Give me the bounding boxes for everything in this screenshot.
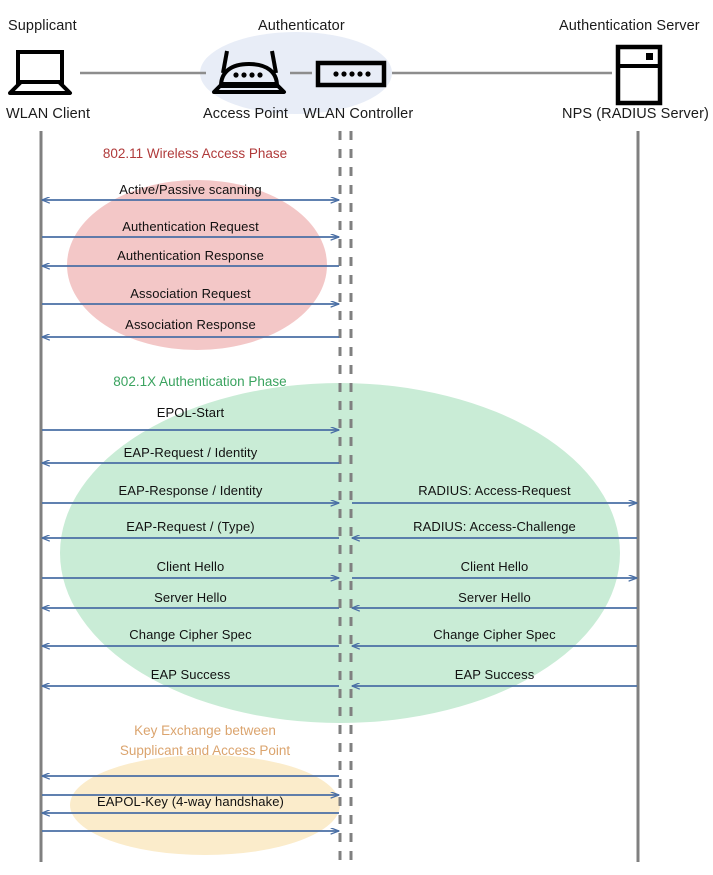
server-icon [615,44,663,106]
phase-label-8021x: 802.1X Authentication Phase [113,374,287,389]
msg-server-hello-left: Server Hello [154,590,227,605]
phase-label-key-exchange: Key Exchange between Supplicant and Acce… [60,721,350,760]
node-label-nps-radius-server: NPS (RADIUS Server) [562,106,709,122]
msg-epol-start: EPOL-Start [156,405,225,420]
phase-80211-ellipse [67,180,327,350]
phase-key-exchange-ellipse [70,755,340,855]
msg-radius-access-request: RADIUS: Access-Request [418,483,571,498]
msg-server-hello-right: Server Hello [458,590,531,605]
node-label-wlan-client: WLAN Client [6,106,91,122]
network-switch-icon [315,60,387,88]
msg-eap-success-left: EAP Success [150,667,231,682]
msg-eap-request-type: EAP-Request / (Type) [126,519,255,534]
msg-eapol-key-handshake: EAPOL-Key (4-way handshake) [97,794,284,809]
msg-authentication-request: Authentication Request [122,219,259,234]
laptop-icon [8,50,72,95]
msg-eap-success-right: EAP Success [454,667,535,682]
msg-active-passive-scanning: Active/Passive scanning [119,182,262,197]
msg-client-hello-right: Client Hello [460,559,529,574]
msg-change-cipher-spec-left: Change Cipher Spec [129,627,252,642]
phase-label-80211: 802.11 Wireless Access Phase [102,146,288,161]
msg-radius-access-challenge: RADIUS: Access-Challenge [413,519,576,534]
role-title-authentication-server: Authentication Server [559,18,700,34]
msg-eap-response-identity: EAP-Response / Identity [118,483,263,498]
node-label-wlan-controller: WLAN Controller [303,106,414,122]
phase-label-key-exchange-line1: Key Exchange between [134,723,276,738]
phase-label-key-exchange-line2: Supplicant and Access Point [119,742,291,758]
msg-association-response: Association Response [125,317,256,332]
msg-association-request: Association Request [130,286,251,301]
node-label-access-point: Access Point [203,106,289,122]
msg-eap-request-identity: EAP-Request / Identity [123,445,258,460]
msg-authentication-response: Authentication Response [117,248,264,263]
msg-change-cipher-spec-right: Change Cipher Spec [433,627,556,642]
wireless-router-icon [212,50,286,94]
role-title-supplicant: Supplicant [8,18,77,34]
role-title-authenticator: Authenticator [258,18,345,34]
msg-client-hello-left: Client Hello [156,559,225,574]
